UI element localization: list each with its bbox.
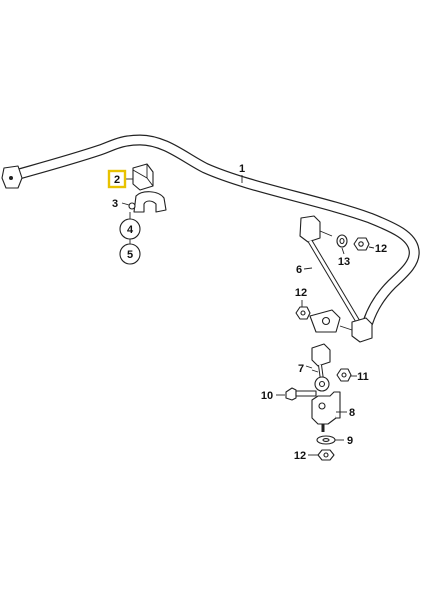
bar-bracket[interactable]: [309, 309, 353, 333]
nut-11[interactable]: [336, 368, 357, 382]
callout-12-bottom[interactable]: 12: [294, 450, 306, 462]
callout-12-middle[interactable]: 12: [295, 287, 307, 299]
nut-12-top[interactable]: [353, 237, 375, 251]
callout-1[interactable]: 1: [239, 163, 245, 175]
nut-12-middle[interactable]: [295, 300, 311, 320]
callout-2[interactable]: 2: [114, 174, 120, 186]
callout-9[interactable]: 9: [347, 435, 353, 447]
callout-circle-5[interactable]: [119, 243, 141, 265]
stabilizer-bar[interactable]: [1, 134, 420, 328]
callout-5[interactable]: 5: [127, 249, 133, 261]
highlight-box: [107, 169, 127, 189]
callout-12-top[interactable]: 12: [375, 243, 387, 255]
bolt[interactable]: [276, 387, 317, 401]
ball-joint-link[interactable]: [311, 343, 331, 392]
washer-9[interactable]: [316, 435, 344, 445]
callout-11[interactable]: 11: [357, 371, 369, 383]
callout-10[interactable]: 10: [261, 390, 273, 402]
clamp[interactable]: [121, 191, 167, 244]
washer-13[interactable]: [336, 234, 348, 248]
callout-8[interactable]: 8: [349, 407, 355, 419]
callout-13[interactable]: 13: [338, 256, 350, 268]
callout-4[interactable]: 4: [127, 224, 134, 236]
callout-6[interactable]: 6: [296, 264, 302, 276]
callout-7[interactable]: 7: [298, 363, 304, 375]
rubber-mount[interactable]: [126, 163, 154, 191]
stabilizer-link[interactable]: [299, 215, 373, 343]
callout-circle-4[interactable]: [119, 218, 141, 240]
nut-12-bottom[interactable]: [308, 449, 335, 461]
callout-3[interactable]: 3: [112, 198, 118, 210]
mounting-bracket[interactable]: [311, 391, 347, 432]
